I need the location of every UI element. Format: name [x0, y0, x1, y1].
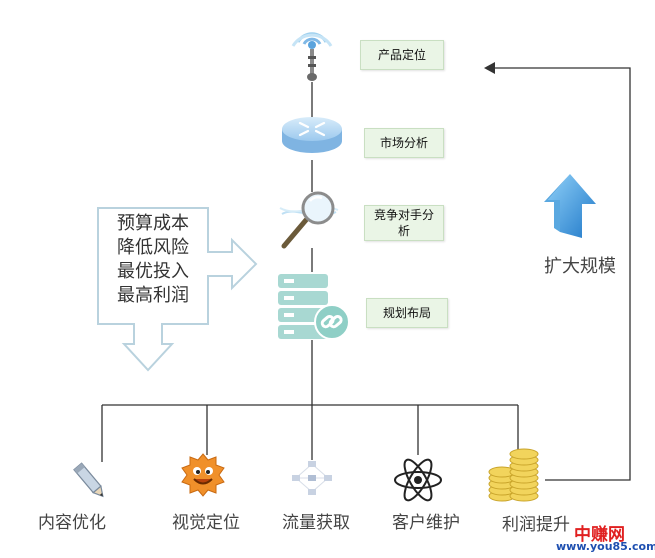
- pencil-icon: [72, 460, 108, 502]
- step-product-label: 产品定位: [377, 48, 426, 62]
- magnifier-icon: [276, 188, 342, 252]
- outcome-profit-label: 利润提升: [502, 515, 570, 535]
- budget-line-1: 预算成本: [117, 213, 189, 234]
- server-chain-icon: [276, 272, 354, 342]
- outcome-content-label: 内容优化: [38, 513, 106, 533]
- step-planning-layout: 规划布局: [366, 298, 448, 328]
- loop-arrowhead: [484, 62, 495, 74]
- expand-scale-label: 扩大规模: [544, 256, 616, 277]
- up-arrow-icon: [544, 172, 600, 242]
- step-market-analysis: 市场分析: [364, 128, 444, 158]
- watermark-url: www.you85.com: [556, 540, 655, 553]
- coin-stack-icon: [486, 446, 544, 504]
- cartoon-face-icon: [180, 452, 226, 498]
- watermark-name: 中赚网: [574, 525, 625, 545]
- step-competitor-analysis: 竞争对手分析: [364, 205, 444, 241]
- budget-callout-shape: [97, 207, 258, 372]
- budget-line-4: 最高利润: [117, 285, 189, 306]
- step-market-label: 市场分析: [379, 136, 428, 150]
- budget-text: 预算成本 降低风险 最优投入 最高利润: [98, 212, 208, 308]
- step-competitor-label: 竞争对手分析: [374, 208, 435, 238]
- budget-line-2: 降低风险: [117, 237, 189, 258]
- outcome-customer-label: 客户维护: [392, 513, 460, 533]
- router-icon: [280, 113, 344, 157]
- step-product-positioning: 产品定位: [360, 40, 444, 70]
- step-planning-label: 规划布局: [382, 306, 431, 320]
- wireless-tower-icon: [288, 22, 336, 84]
- network-nodes-icon: [286, 458, 338, 498]
- outcome-traffic-label: 流量获取: [282, 513, 350, 533]
- outcome-visual-label: 视觉定位: [172, 513, 240, 533]
- budget-line-3: 最优投入: [117, 261, 189, 282]
- atom-icon: [392, 456, 444, 504]
